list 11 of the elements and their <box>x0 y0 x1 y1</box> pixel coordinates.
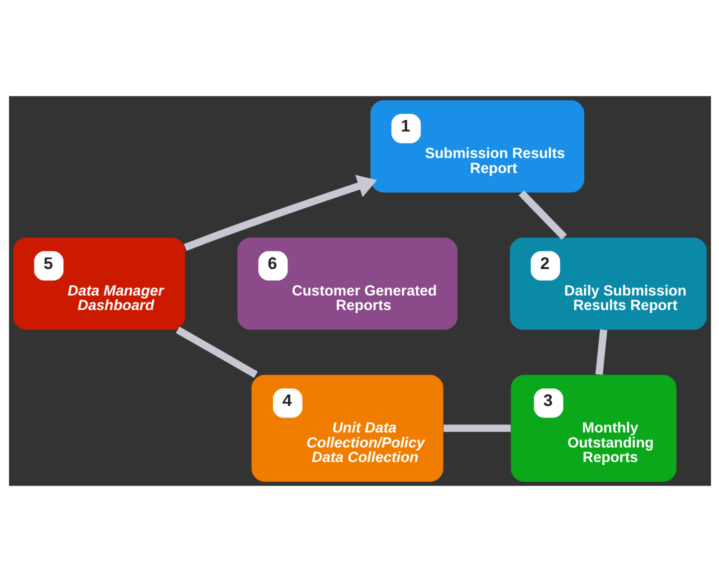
node-box: 3 Monthly Outstanding Reports <box>510 374 676 482</box>
arrow <box>183 174 377 250</box>
node-box: 6 Customer Generated Reports <box>236 237 457 330</box>
node-box: 2 Daily Submission Results Report <box>509 237 706 330</box>
connector <box>518 190 566 240</box>
connector <box>443 424 510 432</box>
node-box: 4 Unit Data Collection/Policy Data Collection <box>251 374 443 482</box>
node-box: 1 Submission Results Report <box>370 100 584 192</box>
connector <box>175 326 258 378</box>
node-box: 5 Data Manager Dashboard <box>12 237 185 330</box>
connector <box>594 328 607 374</box>
